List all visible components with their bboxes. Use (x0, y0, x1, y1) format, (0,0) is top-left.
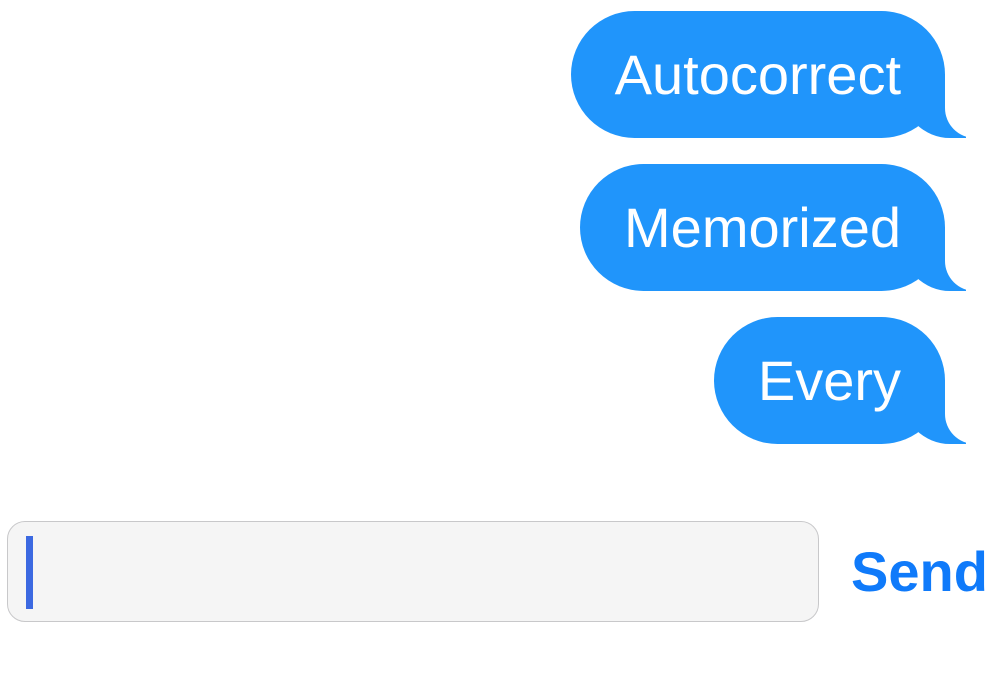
text-cursor (26, 536, 33, 609)
message-text: Every (757, 349, 901, 412)
message-bubble[interactable]: Autocorrect (570, 11, 976, 138)
message-text: Memorized (624, 196, 901, 259)
message-input[interactable] (7, 521, 819, 622)
send-button[interactable]: Send (851, 540, 988, 603)
message-bubble[interactable]: Memorized (580, 164, 975, 291)
message-list: Autocorrect Memorized Every (570, 11, 976, 444)
message-bubble[interactable]: Every (713, 317, 976, 444)
message-text: Autocorrect (614, 43, 901, 106)
composer: Send (7, 521, 1000, 622)
